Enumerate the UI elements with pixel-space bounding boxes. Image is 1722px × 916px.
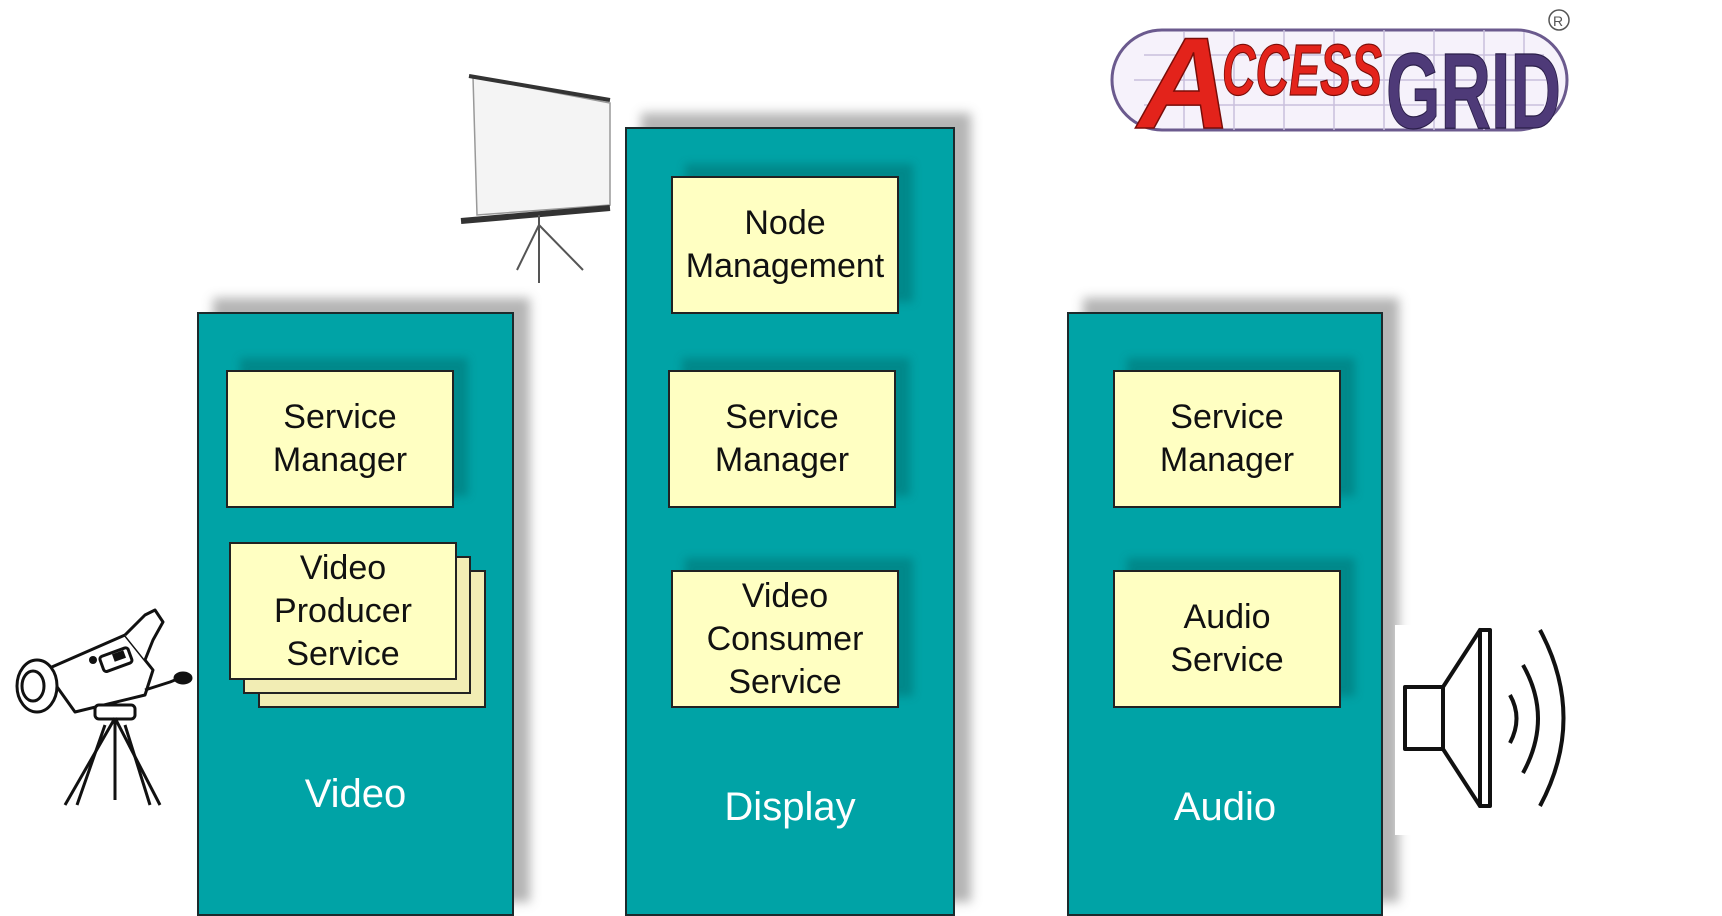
logo-word-ccess: CCESS <box>1222 31 1382 111</box>
display-service-manager-box: Service Manager <box>668 370 896 508</box>
logo-word-grid: GRID <box>1386 30 1561 151</box>
video-producer-service-box: Video Producer Service <box>229 542 457 680</box>
logo-registered-mark: R <box>1553 13 1563 29</box>
audio-service-box: Audio Service <box>1113 570 1341 708</box>
video-consumer-service-box: Video Consumer Service <box>671 570 899 708</box>
audio-service-manager-box: Service Manager <box>1113 370 1341 508</box>
logo-letter-a: A <box>1135 10 1232 156</box>
speaker-icon <box>1395 625 1570 835</box>
audio-column-label: Audio <box>1173 785 1277 829</box>
display-column-label: Display <box>724 785 856 829</box>
video-column-label: Video <box>304 772 407 816</box>
projection-screen-icon <box>460 74 611 283</box>
node-management-box: Node Management <box>671 176 899 314</box>
video-camera-icon <box>15 608 193 806</box>
video-service-manager-box: Service Manager <box>226 370 454 508</box>
access-grid-logo: A CCESS GRID R <box>1110 9 1570 157</box>
